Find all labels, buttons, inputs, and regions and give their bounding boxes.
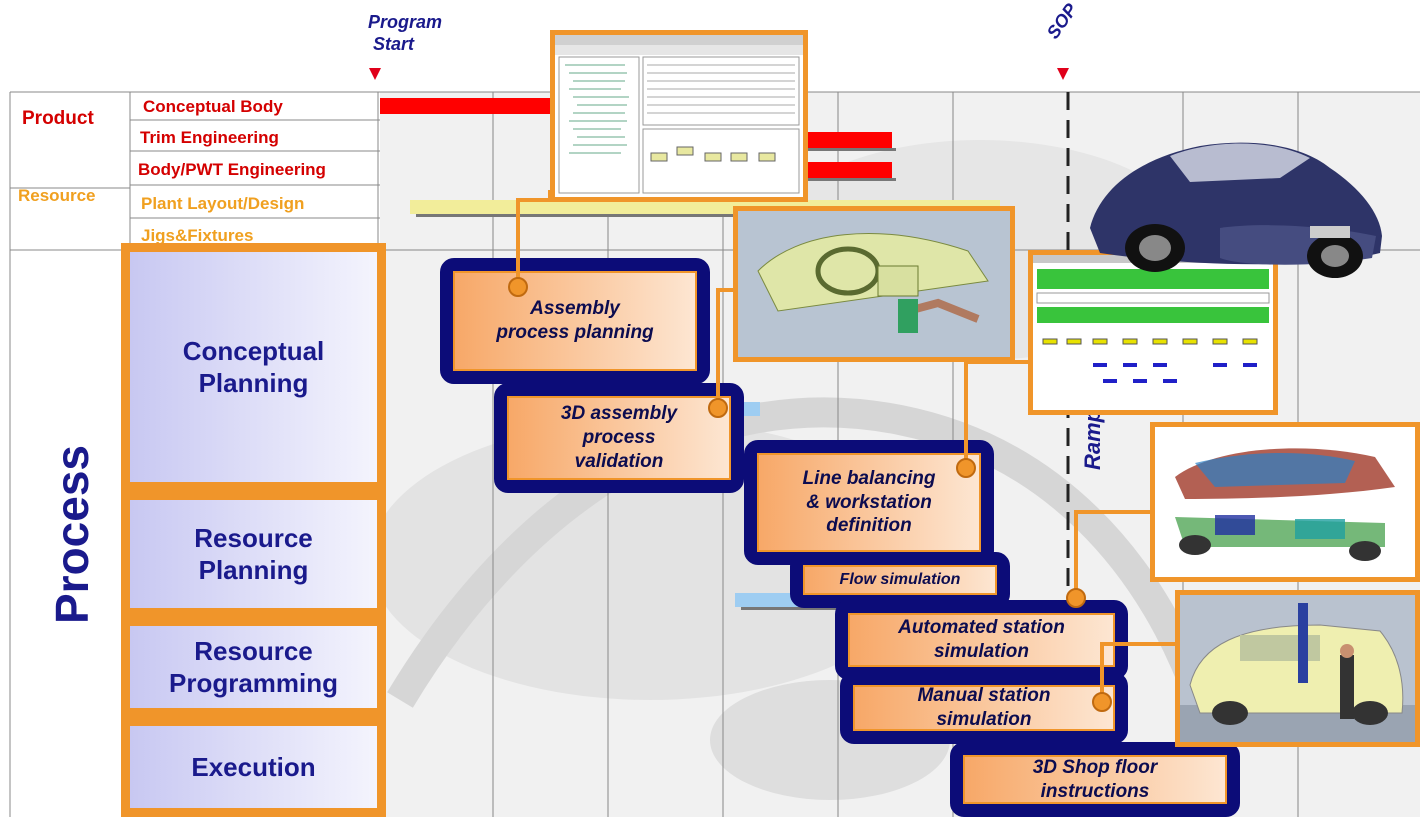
software-screenshot: [550, 30, 808, 202]
row-trim-engineering: Trim Engineering: [140, 128, 279, 147]
connector-dot: [508, 277, 528, 297]
step-flow-simulation: Flow simulation: [790, 552, 1010, 608]
connector-dot: [1092, 692, 1112, 712]
car-exploded-3d-model: [1150, 422, 1420, 582]
row-conceptual-body: Conceptual Body: [143, 97, 283, 116]
connector-dot: [956, 458, 976, 478]
arrow-down-icon: [1057, 68, 1069, 80]
program-start-label: Program Start: [368, 12, 443, 54]
minivan-assembly-3d-model: [1175, 590, 1420, 747]
row-jigs-fixtures: Jigs&Fixtures: [141, 226, 254, 245]
row-plant-layout: Plant Layout/Design: [141, 194, 305, 213]
car-photo: [1080, 118, 1390, 288]
cockpit-3d-model: [733, 206, 1015, 362]
product-label: Product: [22, 108, 94, 129]
connector-dot: [1066, 588, 1086, 608]
connector-dot: [708, 398, 728, 418]
row-body-pwt-engineering: Body/PWT Engineering: [138, 160, 326, 179]
arrow-down-icon: [369, 68, 381, 80]
resource-label: Resource: [18, 186, 96, 205]
stage-execution: Execution: [121, 717, 386, 817]
